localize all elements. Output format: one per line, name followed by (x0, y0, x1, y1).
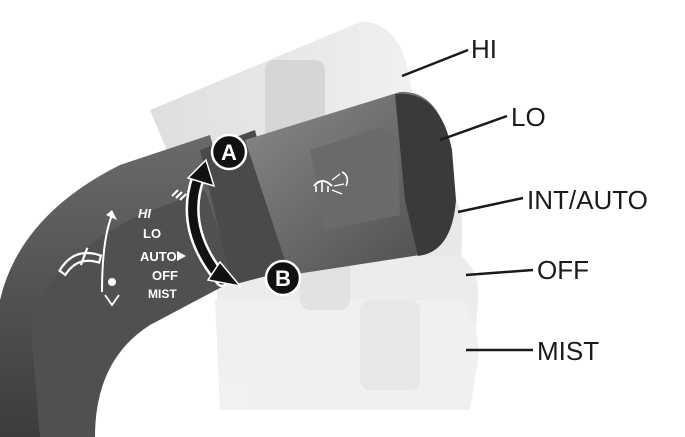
ghost-ridge-3 (360, 300, 420, 390)
arrow-head-down (206, 260, 242, 288)
lever-label-off: OFF (152, 268, 178, 283)
callout-off: OFF (537, 255, 589, 285)
windshield-wiper-icon (58, 247, 103, 277)
lever-label-hi: HI (138, 206, 151, 221)
leader-hi (401, 48, 469, 78)
arrow-up-icon (106, 210, 117, 220)
ghost-lever-mist (215, 300, 479, 410)
lever-label-mist: MIST (148, 287, 177, 301)
svg-text:A: A (221, 140, 237, 165)
callout-lo: LO (511, 102, 546, 132)
movement-arrow (185, 158, 242, 288)
callout-int-auto: INT/AUTO (527, 185, 648, 215)
svg-text:B: B (275, 266, 291, 291)
leader-lines (401, 48, 534, 352)
dot-icon (108, 278, 116, 286)
washer-icon (313, 171, 349, 195)
knob-ridge (310, 128, 400, 230)
leader-int-auto (457, 196, 524, 214)
callout-mist: MIST (537, 336, 600, 366)
badge-a: A (210, 133, 248, 171)
callout-hi: HI (471, 34, 497, 64)
lever-label-lo: LO (143, 226, 161, 241)
leader-lo (439, 114, 508, 142)
arrow-down-icon (104, 294, 120, 307)
lever-label-auto: AUTO (140, 249, 177, 264)
position-indicator (101, 210, 120, 307)
lever-stalk-face (30, 190, 235, 437)
knob-end-cap (395, 93, 456, 256)
scale-ticks (171, 189, 187, 201)
triangle-right-icon (177, 251, 186, 261)
wiper-knob[interactable] (245, 91, 456, 275)
arrow-head-up (186, 158, 216, 188)
leader-off (465, 268, 534, 277)
badge-b: B (264, 259, 302, 297)
